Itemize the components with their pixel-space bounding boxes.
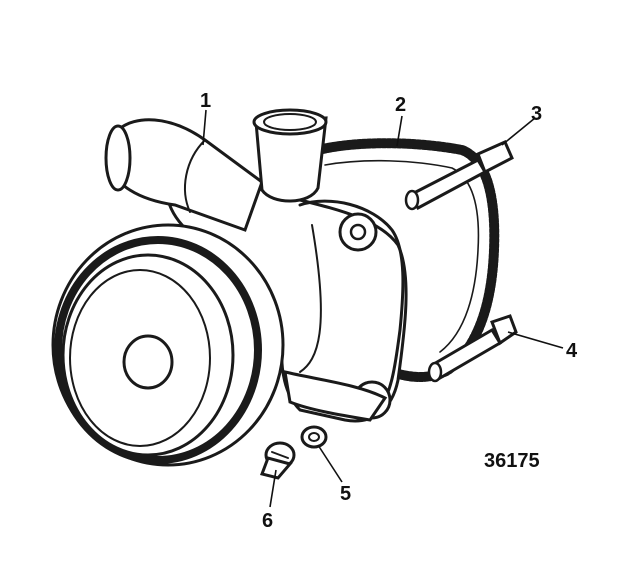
callout-5: 5	[340, 483, 351, 505]
inlet-pipe	[104, 118, 264, 232]
callout-3: 3	[531, 103, 542, 125]
leader-line-2	[396, 115, 403, 147]
bolt	[260, 441, 296, 480]
callout-6: 6	[262, 510, 273, 532]
hose-fitting-upper	[404, 140, 514, 211]
leader-lines	[202, 109, 564, 508]
water-pump-illustration	[51, 108, 518, 480]
leader-line-6	[269, 469, 277, 508]
leader-line-4	[507, 331, 564, 349]
outlet-neck	[252, 108, 328, 203]
callout-4: 4	[566, 340, 578, 362]
figure-id-label: 36175	[484, 450, 540, 472]
callout-labels: 1 2 3 4 5 6	[200, 90, 578, 532]
hose-fitting-lower	[427, 314, 518, 383]
pulley	[51, 223, 285, 467]
leader-line-3	[501, 117, 536, 146]
callout-2: 2	[395, 94, 406, 116]
washer	[300, 425, 328, 449]
leader-line-5	[317, 444, 343, 483]
lower-bracket	[283, 370, 388, 422]
callout-1: 1	[200, 90, 211, 112]
leader-line-1	[202, 109, 207, 146]
